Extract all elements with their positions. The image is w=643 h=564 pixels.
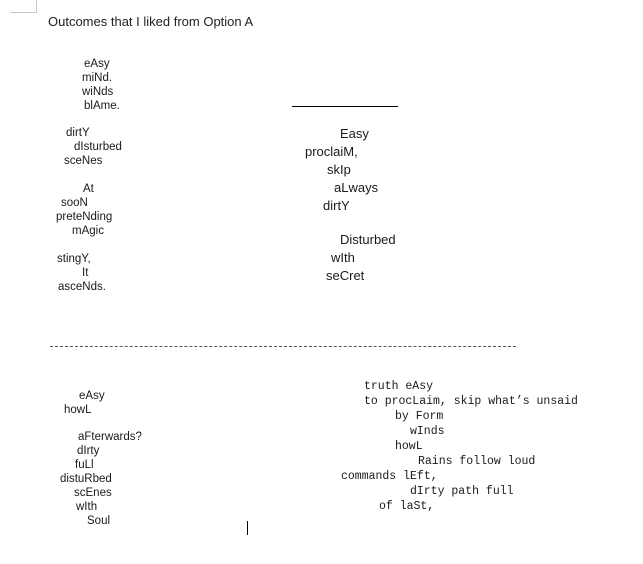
poem-line: eAsy — [79, 390, 105, 402]
dashed-divider — [50, 346, 516, 347]
poem-line: dirtY — [66, 127, 90, 139]
poem-line: wiNds — [82, 86, 114, 98]
page-heading: Outcomes that I liked from Option A — [48, 14, 254, 29]
poem-line: wInds — [410, 425, 445, 438]
acrostic-bottom-left-1: eAsy howL — [64, 389, 105, 417]
poem-line: dIrty — [77, 445, 100, 457]
poem-line: stingY, — [57, 253, 91, 265]
poem-line: mAgic — [72, 225, 104, 237]
poem-line: dIsturbed — [74, 141, 122, 153]
poem-line: howL — [395, 440, 423, 453]
acrostic-bottom-right: truth eAsy to procLaim, skip what’s unsa… — [341, 379, 578, 514]
poem-line: Soul — [87, 515, 111, 527]
poem-line: wIth — [76, 501, 98, 513]
acrostic-right-top: Easy proclaiM, skIp aLways dirtY — [305, 125, 378, 215]
poem-line: howL — [64, 404, 92, 416]
poem-line: sooN — [61, 197, 88, 209]
acrostic-group-a: eAsy miNd. wiNds blAme. — [70, 57, 120, 113]
poem-line: preteNding — [56, 211, 113, 223]
poem-line: fuLl — [75, 459, 94, 471]
acrostic-right-mid: Disturbed wIth seCret — [326, 231, 396, 285]
poem-line: by Form — [395, 410, 444, 423]
poem-line: aLways — [334, 180, 379, 195]
poem-line: scEnes — [74, 487, 112, 499]
poem-line: blAme. — [84, 100, 120, 112]
poem-line: truth eAsy — [364, 380, 434, 393]
poem-line: eAsy — [84, 58, 110, 70]
acrostic-bottom-left-2: aFterwards? dIrty fuLl distuRbed scEnes … — [59, 430, 142, 528]
poem-line: skIp — [327, 162, 351, 177]
poem-line: distuRbed — [60, 473, 112, 485]
acrostic-group-c: At sooN preteNding mAgic — [56, 182, 112, 238]
poem-line: to procLaim, skip what’s unsaid — [364, 395, 578, 408]
text-cursor[interactable] — [247, 521, 248, 535]
poem-line: aFterwards? — [78, 431, 142, 443]
poem-line: wIth — [331, 250, 355, 265]
poem-line: Rains follow loud — [418, 455, 536, 468]
poem-line: asceNds. — [58, 281, 106, 293]
poem-line: miNd. — [82, 72, 113, 84]
poem-line: It — [82, 267, 89, 279]
acrostic-group-d: stingY, It asceNds. — [57, 252, 106, 294]
poem-line: sceNes — [64, 155, 103, 167]
poem-line: dirtY — [323, 198, 350, 213]
page-corner-marker — [10, 0, 37, 13]
poem-line: At — [83, 183, 94, 195]
poem-line: of laSt, — [379, 500, 435, 513]
poem-line: seCret — [326, 268, 365, 283]
horizontal-rule — [292, 106, 398, 107]
poem-line: commands lEft, — [341, 470, 438, 483]
poem-line: Disturbed — [340, 232, 396, 247]
acrostic-group-b: dirtY dIsturbed sceNes — [64, 126, 122, 168]
poem-line: dIrty path full — [410, 485, 514, 498]
poem-line: Easy — [340, 126, 369, 141]
poem-line: proclaiM, — [305, 144, 358, 159]
